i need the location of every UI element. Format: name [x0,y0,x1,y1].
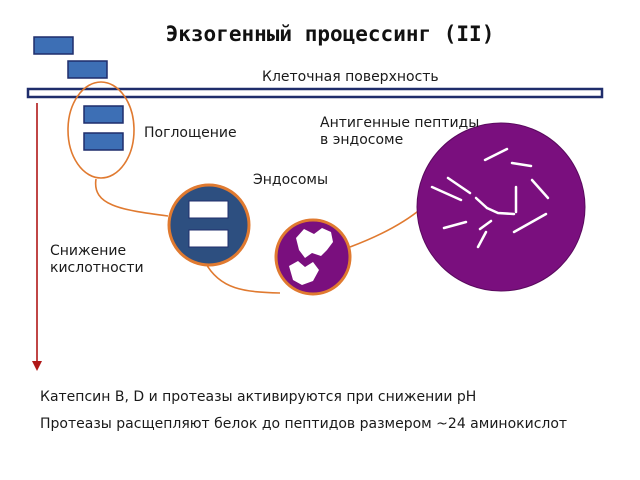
acidity-line1: Снижение [50,243,127,259]
protein-block-2 [67,60,108,79]
note-proteases: Протеазы расщепляют белок до пептидов ра… [40,416,568,432]
internalized-block-2 [83,132,124,151]
protein-fragment-1 [296,228,333,258]
note-cathepsin: Катепсин B, D и протеазы активируются пр… [40,389,477,405]
acidity-label: Снижение кислотности [50,243,144,277]
peptide-endosome [416,122,586,292]
endosome-protein-1 [188,200,229,219]
uptake-vesicle [67,81,135,179]
endosomes-label: Эндосомы [253,172,329,188]
antigenic-peptides [430,147,550,249]
endosome-protein-2 [188,229,229,248]
antigenic-peptides-label: Антигенные пептиды в эндосоме [320,115,479,149]
cell-surface-label: Клеточная поверхность [262,69,439,85]
trafficking-path-2 [204,261,281,294]
protein-fragment-2 [289,261,319,285]
antigenic-peptides-line1: Антигенные пептиды [320,115,480,131]
acidity-arrow-head [32,361,42,371]
slide-title: Экзогенный процессинг (II) [165,22,495,46]
trafficking-path-1 [94,178,169,217]
internalized-block-1 [83,105,124,124]
late-endosome [274,218,352,296]
trafficking-path-3 [349,207,423,248]
protein-block-1 [33,36,74,55]
early-endosome [167,183,251,267]
uptake-label: Поглощение [144,125,237,141]
cell-membrane [26,87,604,99]
antigenic-peptides-line2: в эндосоме [320,132,404,148]
acidity-line2: кислотности [50,260,144,276]
